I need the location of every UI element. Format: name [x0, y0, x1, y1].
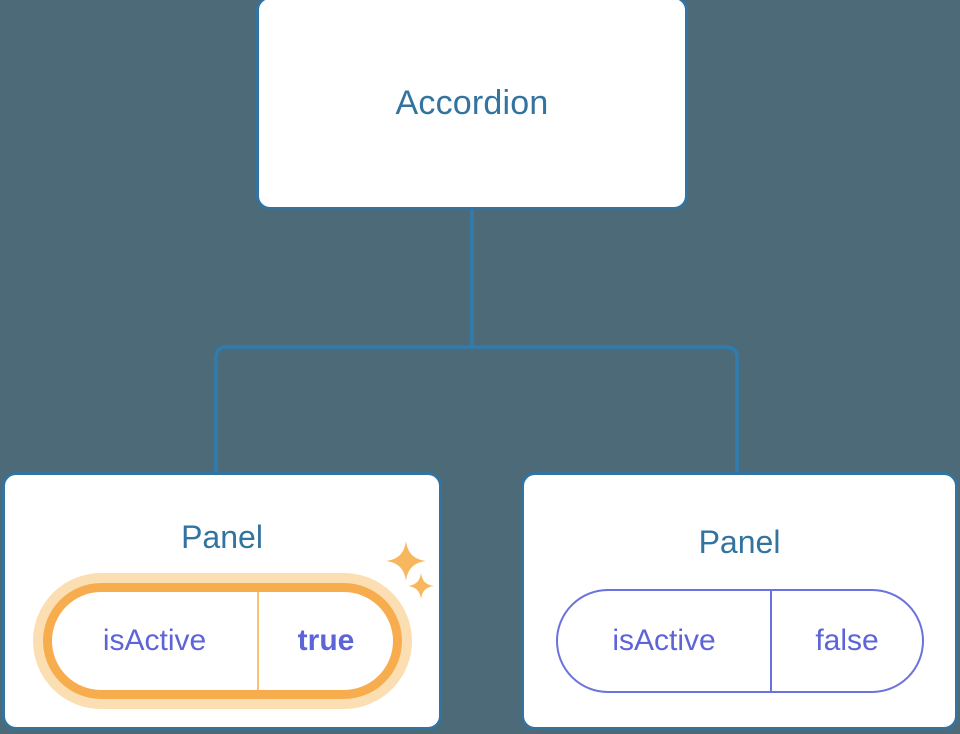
prop-pill-isactive-false[interactable]: isActive false — [556, 589, 924, 693]
edge-branch-right — [472, 345, 739, 472]
prop-key-label: isActive — [612, 624, 716, 657]
prop-pill-inner: isActive true — [43, 583, 402, 699]
node-panel-left-title: Panel — [181, 519, 263, 555]
prop-key-label: isActive — [102, 624, 207, 657]
node-accordion[interactable]: Accordion — [256, 0, 688, 210]
node-panel-right-title: Panel — [698, 524, 781, 560]
edge-branch-left — [214, 345, 472, 472]
prop-value-label: true — [257, 592, 393, 690]
prop-value-label: false — [770, 591, 922, 691]
prop-pill-isactive-true[interactable]: isActive true — [33, 573, 412, 709]
node-accordion-title: Accordion — [395, 84, 549, 122]
